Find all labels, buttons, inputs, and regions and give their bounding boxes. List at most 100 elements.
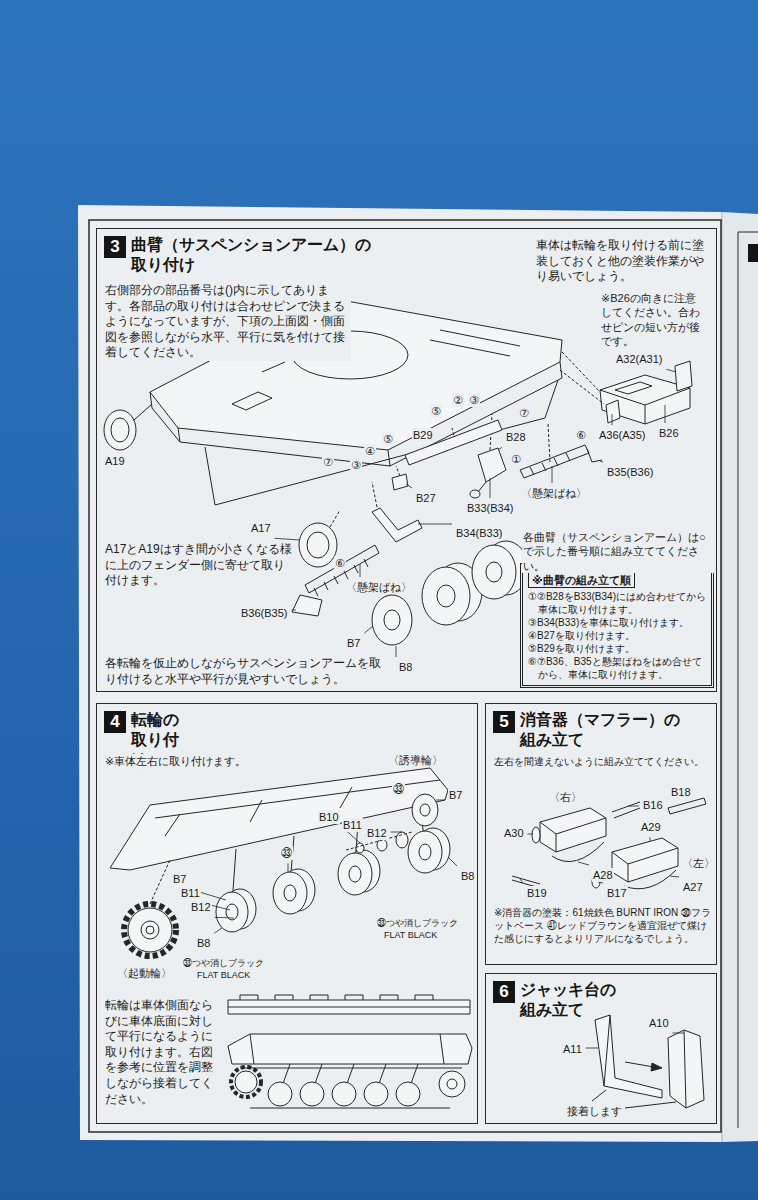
note-text: ※消音器の塗装：61焼鉄色 BURNT IRON ㉚フラットベース ㊶レッドブラ… <box>493 906 713 945</box>
order-item: ⑤B29を取り付けます。 <box>528 642 706 655</box>
hull-drawing <box>292 595 322 616</box>
paper-sheet <box>722 212 758 1142</box>
part-label: B18 <box>670 785 692 799</box>
part-label: B7 <box>448 788 463 802</box>
part-label: B7 <box>346 636 361 650</box>
part-label: B35(B36) <box>606 465 654 479</box>
hull-drawing <box>330 414 550 527</box>
note-text: 転輪は車体側面ならびに車体底面に対して平行になるように取り付けます。右図を参考に… <box>104 998 220 1107</box>
part-label: A29 <box>640 820 662 834</box>
part-label: B27 <box>415 491 437 505</box>
hull-drawing <box>530 453 570 475</box>
wheel-drawing <box>216 892 248 932</box>
callout-label: ㉝つや消しブラック <box>376 918 459 930</box>
order-item: ③B34(B33)を車体に取り付けます。 <box>528 616 706 629</box>
wheel-drawing <box>420 804 430 816</box>
hull-drawing <box>675 361 692 391</box>
part-label: A27 <box>682 880 704 894</box>
callout-label: A19 <box>104 454 126 468</box>
part-label: B8 <box>196 936 211 950</box>
step-number: 5 <box>493 711 515 733</box>
muffler-drawing <box>512 798 706 889</box>
callout-label: ㉝ <box>392 782 405 796</box>
callout-label: ⑦ <box>518 406 530 420</box>
hull-drawing <box>472 545 516 599</box>
side-view-drawing <box>228 995 472 1108</box>
wheel-drawing <box>128 908 172 952</box>
callout-label: 〈誘導輪〉 <box>387 753 444 767</box>
step-heading: 消音器（マフラー）の 組み立て <box>520 710 690 750</box>
hull-drawing <box>134 404 152 420</box>
side-view-drawing <box>240 1068 462 1108</box>
jack-stand-drawing <box>592 1015 704 1108</box>
leader-line <box>275 538 300 540</box>
side-view-drawing <box>332 1082 356 1106</box>
leader-line <box>360 564 361 577</box>
part-label: B36(B35) <box>240 606 288 620</box>
callout-label: ⑤ <box>382 432 394 446</box>
step-heading: 曲臂（サスペンションアーム）の 取り付け <box>131 235 381 275</box>
leader-line <box>670 876 679 877</box>
part-label: A11 <box>562 1042 583 1056</box>
part-label: A17 <box>250 521 272 535</box>
page-frame <box>89 220 758 1132</box>
wheel-drawing <box>124 904 176 956</box>
part-label: A10 <box>648 1016 670 1030</box>
step-panel: ジャッキ台の 組み立て6 <box>485 973 717 1124</box>
part-label: 〈懸架ばね〉 <box>520 486 588 500</box>
hull-drawing <box>437 585 455 607</box>
part-label: 〈懸架ばね〉 <box>345 580 413 594</box>
step-number: 3 <box>104 236 126 258</box>
step-number-text: 4 <box>110 712 119 732</box>
order-item: ①②B28をB33(B34)にはめ合わせてから車体に取り付けます。 <box>528 590 706 616</box>
hull-drawing <box>392 474 408 490</box>
hull-drawing <box>470 490 480 498</box>
hull-drawing <box>372 595 412 645</box>
leader-line <box>364 626 373 633</box>
jack-stand-drawing <box>625 1062 654 1067</box>
leader-line <box>612 414 613 425</box>
leader-lines <box>190 369 684 1048</box>
jack-stand-drawing <box>668 1030 704 1108</box>
wheel-drawing <box>141 921 159 939</box>
order-heading: ※曲臂の組み立て順 <box>528 572 635 588</box>
callout-label: ⑦ <box>322 455 334 469</box>
side-view-drawing <box>231 1067 261 1097</box>
muffler-drawing <box>532 827 540 843</box>
part-label: B7 <box>172 872 187 886</box>
leader-line <box>628 806 639 807</box>
part-label: A28 <box>592 868 614 882</box>
leader-line <box>490 478 491 498</box>
paper-sheet <box>78 205 722 1142</box>
note-text: A17とA19はすき間が小さくなる様に上のフェンダー側に寄せて取り付けます。 <box>104 542 294 589</box>
part-label: B29 <box>412 428 434 442</box>
side-view-drawing <box>250 1034 444 1064</box>
note-text: ※B26の向きに注意してください。合わせピンの短い方が後です。 <box>600 291 702 348</box>
part-label: B8 <box>398 660 413 674</box>
part-label: A36(A35) <box>598 428 646 442</box>
note-text: 各曲臂（サスペンションアーム）は○で示した番号順に組み立ててください。 <box>522 530 716 573</box>
hull-drawing <box>372 508 422 542</box>
callout-label: ⑥ <box>334 556 346 570</box>
callout-label: 接着します <box>566 1104 623 1118</box>
muffler-drawing <box>540 808 606 852</box>
page-frame <box>89 220 721 1132</box>
wheel-drawing <box>338 853 372 895</box>
part-label: B33(B34) <box>466 501 514 515</box>
callout-label: ※車体左右に取り付けます。 <box>104 754 247 768</box>
leader-line <box>665 405 666 423</box>
jack-stand-drawing <box>651 1063 662 1071</box>
callout-label: ① <box>510 452 522 466</box>
hull-drawing <box>104 410 136 450</box>
side-view-drawing <box>235 1071 257 1093</box>
part-label: B16 <box>642 798 664 812</box>
leader-line <box>214 928 222 933</box>
part-label: A32(A31) <box>615 352 663 366</box>
muffler-drawing <box>552 842 676 889</box>
step-heading: ジャッキ台の 組み立て <box>520 980 626 1020</box>
side-view-drawing <box>300 1082 324 1106</box>
wheel-drawing <box>284 885 296 901</box>
side-view-drawing <box>228 1007 470 1008</box>
hull-drawing <box>307 532 329 558</box>
wheel-drawing <box>396 832 408 848</box>
